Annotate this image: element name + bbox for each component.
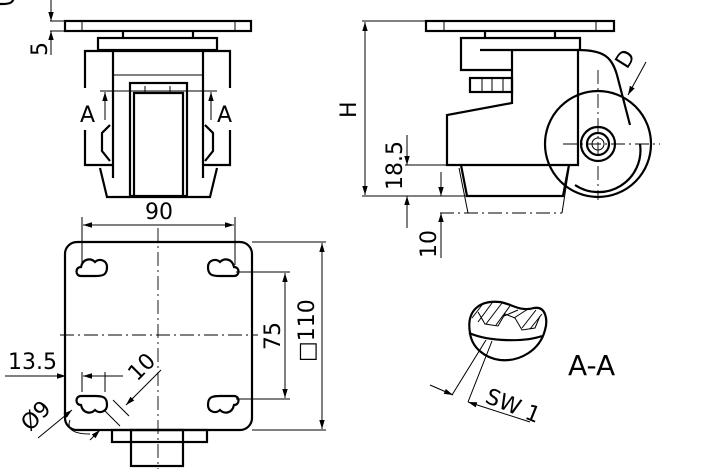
dim-edge-offset: 13.5 (8, 350, 57, 375)
dim-plate-thickness: 5 (28, 42, 53, 56)
dim-height: H (337, 101, 362, 118)
section-a-a: SW 1 A-A (429, 300, 615, 429)
dim-slot-length: 10 (124, 349, 161, 386)
dim-foot-height: 18.5 (383, 141, 408, 190)
dim-hole-diameter: Ø9 (17, 396, 57, 436)
side-view: H 18.5 10 D (337, 19, 660, 258)
dim-plate-size: □110 (295, 299, 320, 362)
dim-leveling-travel: 10 (417, 230, 442, 258)
dim-wrench: SW 1 (482, 384, 544, 428)
section-mark-left: A (80, 103, 95, 128)
dim-hole-spacing-y: 75 (261, 322, 286, 350)
dim-hole-spacing-x: 90 (145, 200, 173, 225)
section-mark-right: A (217, 103, 232, 128)
section-label: A-A (568, 349, 615, 382)
plate-view: 90 75 □110 13.5 10 Ø9 (0, 0, 326, 469)
front-view: A A 5 (28, 0, 253, 199)
